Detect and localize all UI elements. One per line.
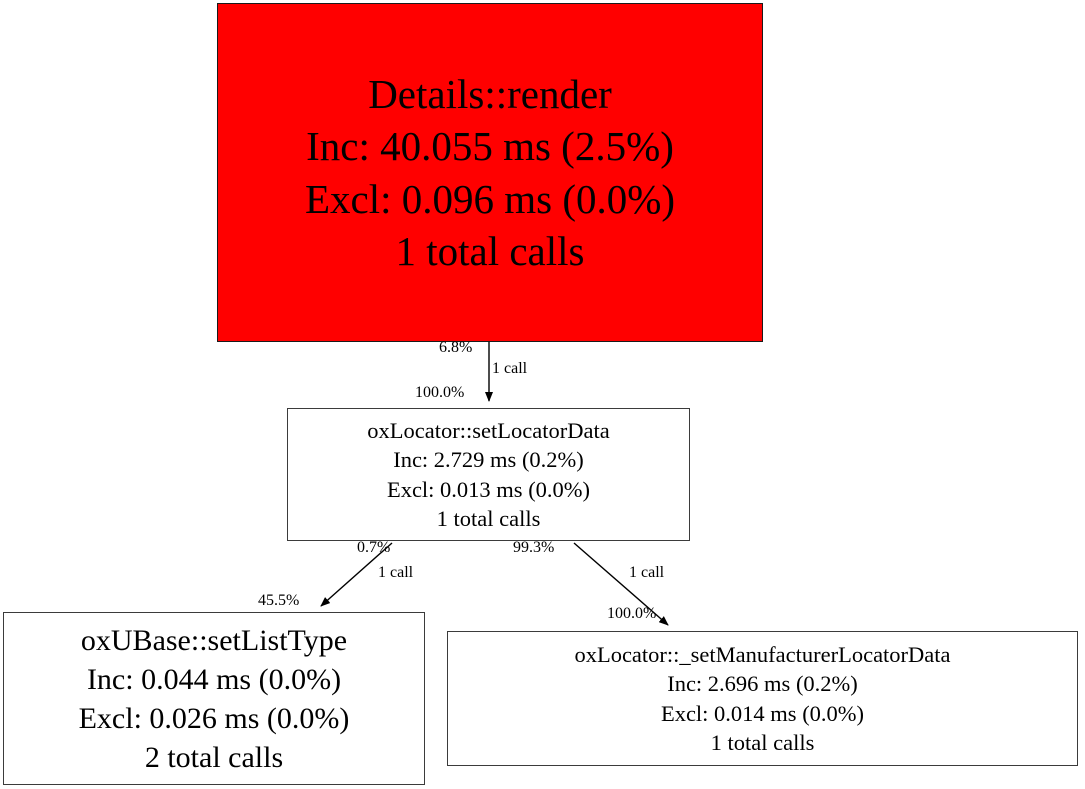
edge-label-target-percent: 100.0% [415,384,465,401]
node-total-calls: 1 total calls [436,505,541,531]
edge-label-source-percent: 99.3% [513,539,555,556]
node-total-calls: 2 total calls [144,740,284,774]
edge-label-target-percent: 45.5% [258,592,300,609]
node-exclusive-time: Excl: 0.096 ms (0.0%) [304,175,676,222]
edge-label-source-percent: 0.7% [357,539,391,556]
node-total-calls: 1 total calls [710,729,815,755]
node-inclusive-time: Inc: 2.696 ms (0.2%) [667,671,858,697]
edge-label-calls: 1 call [629,564,665,581]
node-exclusive-time: Excl: 0.026 ms (0.0%) [78,701,350,735]
edge-label-target-percent: 100.0% [607,605,657,622]
node-exclusive-time: Excl: 0.014 ms (0.0%) [660,700,865,726]
edge-label-source-percent: 6.8% [439,339,473,356]
graph-node-oxubase-setlisttype[interactable]: oxUBase::setListType Inc: 0.044 ms (0.0%… [3,612,425,785]
edge-label-calls: 1 call [492,360,528,377]
edge-label-calls: 1 call [378,564,414,581]
node-inclusive-time: Inc: 2.729 ms (0.2%) [393,447,584,473]
node-function-name: Details::render [368,70,612,117]
node-inclusive-time: Inc: 0.044 ms (0.0%) [86,662,342,696]
node-inclusive-time: Inc: 40.055 ms (2.5%) [306,123,674,170]
graph-node-details-render[interactable]: Details::render Inc: 40.055 ms (2.5%) Ex… [217,3,763,342]
graph-node-oxlocator-setmanufacturerlocatordata[interactable]: oxLocator::_setManufacturerLocatorData I… [447,631,1078,766]
node-function-name: oxUBase::setListType [80,623,348,657]
node-exclusive-time: Excl: 0.013 ms (0.0%) [386,476,591,502]
node-total-calls: 1 total calls [395,227,585,274]
node-function-name: oxLocator::_setManufacturerLocatorData [574,642,951,667]
graph-node-oxlocator-setlocatordata[interactable]: oxLocator::setLocatorData Inc: 2.729 ms … [287,408,690,541]
node-function-name: oxLocator::setLocatorData [367,418,610,443]
